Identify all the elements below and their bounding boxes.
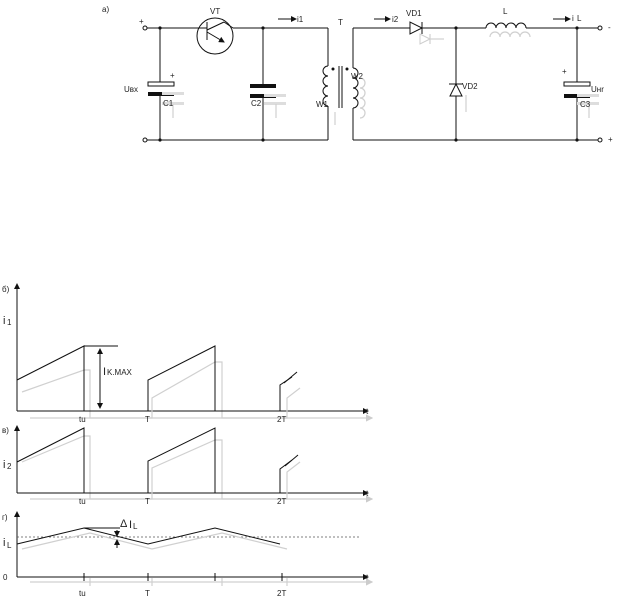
graph-d-2T: 2T [277,589,286,598]
panel-label-b: б) [2,285,10,294]
diode-vd2: VD2 [449,28,478,140]
graph-b-tu: tu [79,415,86,424]
output-plus: + [608,135,613,144]
l-label: L [503,7,508,16]
unr-label: Uнr [591,85,604,94]
graph-d-tu: tu [79,589,86,598]
graph-c-axis-t: t [366,489,369,498]
graph-d-axis-t: t [366,573,369,582]
c2-label: C2 [251,99,262,108]
graph-b-2T: 2T [277,415,286,424]
capacitor-c2: C2 [250,28,286,140]
graph-c-ylabel: i [3,459,5,471]
graph-d-ylabel-sub: L [7,541,12,550]
w1-label: W1 [316,100,329,109]
graph-d-T: T [145,589,150,598]
graph-i1: б) t i 1 I K.MAX tu T 2T [2,283,374,424]
graph-b-ylabel: i [3,315,5,327]
delta-sub: L [133,522,138,531]
c3-label: C3 [580,100,591,109]
graph-c-ylabel-sub: 2 [7,462,12,471]
panel-label-d: г) [2,513,8,522]
graph-il: г) t i L 0 Δ I L tu T 2T [2,511,374,598]
ikmax-sub: K.MAX [107,368,133,377]
vt-label: VT [210,7,220,16]
w2-label: W2 [351,72,364,81]
graph-b-ylabel-sub: 1 [7,318,12,327]
capacitor-c1: + Uвх C1 [124,28,184,140]
graph-b-axis-t: t [366,407,369,416]
uvx-label: Uвх [124,85,138,94]
input-plus: + [139,17,144,26]
panel-label-a: а) [102,5,109,14]
vd1-label: VD1 [406,9,422,18]
c3-plus: + [562,67,567,76]
panel-label-c: в) [2,426,9,435]
graph-c-T: T [145,497,150,506]
output-minus: - [608,23,611,32]
delta-i: I [129,519,132,531]
i2-label: i2 [392,15,399,24]
graph-b-T: T [145,415,150,424]
i1-label: i1 [297,15,304,24]
vd2-label: VD2 [462,82,478,91]
transistor-vt: VT [195,7,325,55]
c1-plus: + [170,71,175,80]
transformer-label: T [338,18,343,27]
delta-symbol: Δ [120,518,128,530]
graph-i2: в) t i 2 tu T 2T [2,425,374,506]
graph-d-zero: 0 [3,573,8,582]
graph-c-tu: tu [79,497,86,506]
il-label-i: i [572,14,574,23]
ikmax-label: I [103,366,106,378]
graph-d-ylabel: i [3,537,5,549]
graph-c-2T: 2T [277,497,286,506]
il-label-sub: L [577,14,582,23]
capacitor-c3: + Uнr C3 [562,26,604,142]
c1-label: C1 [163,99,174,108]
circuit-diagram: а) + VT [102,5,613,144]
diode-vd1: VD1 [406,9,444,45]
transformer-t: T W1 W2 [316,18,366,141]
inductor-l: L [485,7,598,38]
